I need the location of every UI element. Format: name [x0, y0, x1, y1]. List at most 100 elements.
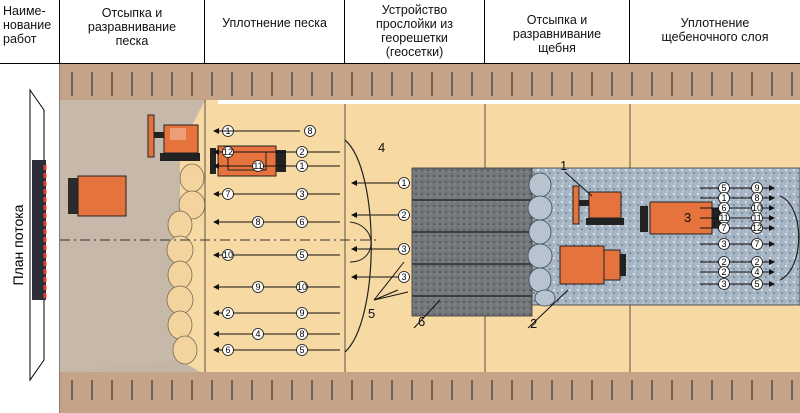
gravel-pass-left-number: 6: [718, 202, 730, 214]
sand-pass-return-number: 2: [296, 146, 308, 158]
svg-text:2: 2: [401, 210, 406, 220]
svg-text:9: 9: [255, 282, 260, 292]
header-work-name-text: Наиме- нование работ: [3, 4, 52, 46]
svg-text:9: 9: [299, 308, 304, 318]
geogrid-arrow-number: 3: [398, 271, 410, 283]
sand-pass-return-number: 9: [296, 307, 308, 319]
geogrid-arrows: 1 2 3 3: [351, 177, 410, 283]
header-gravel-compaction-text: Уплотнение щебеночного слоя: [661, 16, 769, 44]
header-gravel-dump: Отсыпка и разравнивание щебня: [485, 0, 630, 64]
svg-text:2: 2: [299, 147, 304, 157]
sand-pass-return-number: 10: [296, 281, 308, 293]
svg-text:3: 3: [401, 272, 406, 282]
svg-text:1: 1: [299, 161, 304, 171]
gravel-pass-number: 10: [751, 202, 763, 214]
earth-band-top: [60, 64, 800, 100]
svg-text:1: 1: [721, 193, 726, 203]
geogrid-arrow-number: 2: [398, 209, 410, 221]
header-sand-dump: Отсыпка и разравнивание песка: [60, 0, 205, 64]
svg-text:2: 2: [721, 267, 726, 277]
svg-text:7: 7: [754, 239, 759, 249]
svg-text:8: 8: [299, 329, 304, 339]
svg-text:7: 7: [225, 189, 230, 199]
header-geogrid-text: Устройство прослойки из георешетки (геос…: [376, 3, 453, 59]
gravel-pass-number: 4: [751, 266, 763, 278]
turn-curve-small: [349, 221, 372, 263]
svg-text:5: 5: [299, 345, 304, 355]
dump-truck-sand: [68, 175, 127, 217]
callout-6: 6: [418, 314, 425, 329]
svg-text:4: 4: [255, 329, 260, 339]
header-gravel-compaction: Уплотнение щебеночного слоя: [630, 0, 800, 64]
sand-pass-number: 7: [222, 188, 234, 200]
callout-leaders: [373, 171, 593, 329]
svg-text:7: 7: [721, 223, 726, 233]
sand-pass-number: 12: [222, 146, 234, 158]
sand-pass-return-number: 8: [296, 328, 308, 340]
svg-text:6: 6: [299, 217, 304, 227]
roller-sand: [210, 145, 286, 177]
svg-text:3: 3: [299, 189, 304, 199]
header-work-name: Наиме- нование работ: [0, 0, 60, 64]
gravel-pass-number: 12: [751, 222, 763, 234]
header-gravel-dump-text: Отсыпка и разравнивание щебня: [512, 13, 602, 55]
gravel-pass-number: 11: [751, 212, 763, 224]
svg-text:10: 10: [297, 282, 307, 292]
dump-truck-gravel: [559, 245, 626, 285]
svg-text:6: 6: [225, 345, 230, 355]
sand-pass-return-number: 8: [304, 125, 316, 137]
sand-pass-return-number: 1: [296, 160, 308, 172]
geogrid-seams: [412, 199, 532, 297]
sand-pass-number: 11: [252, 160, 264, 172]
sand-pass-number: 4: [252, 328, 264, 340]
svg-text:11: 11: [752, 213, 761, 223]
gravel-pass-left-number: 1: [718, 192, 730, 204]
gravel-pass-number: 8: [751, 192, 763, 204]
callout-2: 2: [530, 316, 537, 331]
svg-text:3: 3: [721, 239, 726, 249]
svg-text:10: 10: [223, 250, 233, 260]
svg-text:2: 2: [721, 257, 726, 267]
earth-band-bottom: [60, 372, 800, 413]
turn-curve-gravel: [779, 195, 800, 281]
sand-pass-number: 10: [222, 249, 234, 261]
callout-5: 5: [368, 306, 375, 321]
gravel-pass-left-number: 2: [718, 256, 730, 268]
svg-text:1: 1: [401, 178, 406, 188]
sand-pass-return-number: 5: [296, 249, 308, 261]
sand-piles: [166, 163, 206, 365]
header-sand-compaction: Уплотнение песка: [205, 0, 345, 64]
svg-text:12: 12: [752, 223, 762, 233]
bulldozer-gravel: [572, 185, 624, 225]
sand-pass-number: 6: [222, 344, 234, 356]
svg-text:5: 5: [754, 279, 759, 289]
sand-pass-number: 8: [252, 216, 264, 228]
header-sand-compaction-text: Уплотнение песка: [222, 16, 327, 30]
svg-text:4: 4: [754, 267, 759, 277]
svg-text:11: 11: [253, 161, 262, 171]
svg-text:9: 9: [754, 183, 759, 193]
gravel-pass-number: 5: [751, 278, 763, 290]
gravel-piles: [527, 172, 556, 307]
svg-text:8: 8: [307, 126, 312, 136]
geogrid-arrow-number: 3: [398, 243, 410, 255]
gravel-pass-left-number: 2: [718, 266, 730, 278]
svg-text:10: 10: [752, 203, 762, 213]
sand-pass-number: 9: [252, 281, 264, 293]
gravel-pass-left-number: 11: [718, 212, 730, 224]
svg-text:8: 8: [255, 217, 260, 227]
callout-3: 3: [684, 210, 691, 225]
svg-text:12: 12: [223, 147, 233, 157]
svg-text:5: 5: [721, 183, 726, 193]
header-sand-dump-text: Отсыпка и разравнивание песка: [87, 6, 177, 48]
callout-1: 1: [560, 158, 567, 173]
svg-text:11: 11: [719, 213, 728, 223]
gravel-pass-number: 7: [751, 238, 763, 250]
road-plan-shape: [29, 88, 47, 382]
side-plan-label: План потока: [10, 204, 26, 286]
header-geogrid: Устройство прослойки из георешетки (геос…: [345, 0, 485, 64]
svg-text:3: 3: [401, 244, 406, 254]
